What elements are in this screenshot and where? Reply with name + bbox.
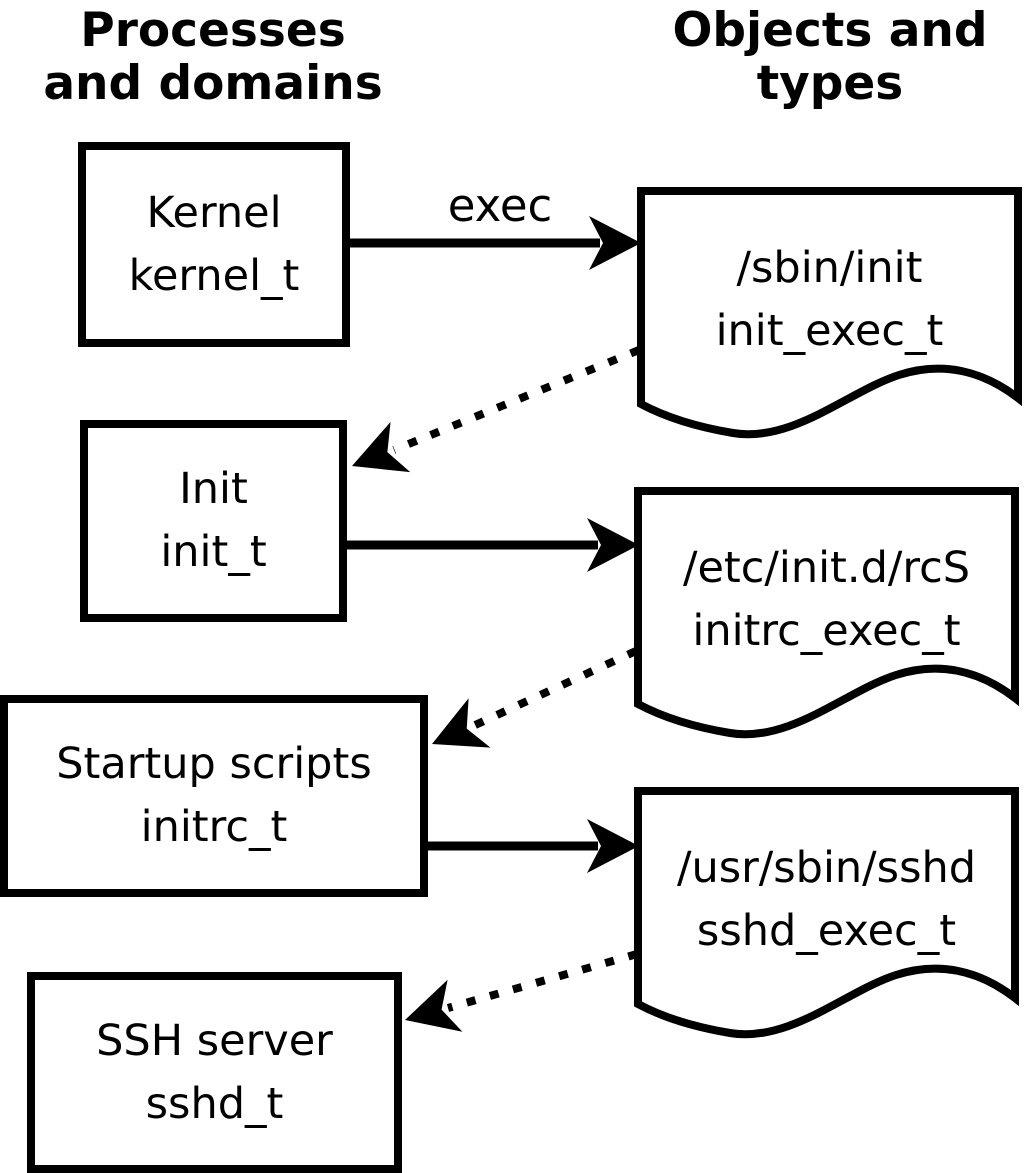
process-domain: initrc_t — [140, 802, 288, 852]
process-node-init: Init init_t — [80, 420, 347, 622]
object-path: /sbin/init — [736, 243, 923, 293]
transition-arrow-initrc-exec-to-initrc-t — [421, 647, 638, 769]
process-domain: init_t — [160, 527, 267, 577]
exec-arrow-init-to-rcs — [347, 518, 639, 572]
header-line-1: Objects and — [672, 3, 988, 58]
process-node-kernel: Kernel kernel_t — [78, 142, 350, 347]
header-line-1: Processes — [80, 3, 346, 58]
column-header-objects: Objects and types — [640, 4, 1020, 110]
transition-arrow-init-exec-to-init-t — [342, 346, 641, 492]
exec-arrow-initrc-to-sshd — [428, 819, 639, 873]
transition-arrow-line — [392, 346, 641, 454]
transition-arrowhead-icon — [397, 979, 463, 1046]
transition-arrowhead-icon — [342, 421, 411, 492]
process-node-ssh-server: SSH server sshd_t — [27, 972, 402, 1173]
object-path: /etc/init.d/rcS — [682, 543, 971, 593]
process-name: Startup scripts — [56, 739, 372, 789]
transition-arrow-line — [471, 647, 638, 730]
object-label-usr-sbin-sshd: /usr/sbin/sshd sshd_exec_t — [638, 800, 1015, 1000]
process-domain: sshd_t — [145, 1078, 284, 1129]
object-type: init_exec_t — [715, 306, 944, 356]
transition-arrow-sshd-exec-to-sshd-t — [397, 950, 639, 1046]
column-header-processes: Processes and domains — [23, 4, 403, 110]
object-label-etc-initd-rcs: /etc/init.d/rcS initrc_exec_t — [638, 500, 1015, 700]
transition-arrowhead-icon — [421, 698, 491, 769]
process-node-startup-scripts: Startup scripts initrc_t — [0, 695, 428, 897]
object-type: sshd_exec_t — [696, 906, 957, 956]
header-line-2: and domains — [43, 56, 383, 111]
object-label-sbin-init: /sbin/init init_exec_t — [641, 200, 1018, 400]
header-line-2: types — [756, 56, 904, 111]
process-domain: kernel_t — [128, 250, 300, 301]
transition-arrow-line — [446, 950, 639, 1012]
process-name: SSH server — [96, 1015, 333, 1066]
exec-label: exec — [447, 179, 553, 232]
process-name: Kernel — [146, 187, 282, 238]
object-path: /usr/sbin/sshd — [676, 843, 977, 893]
exec-arrow-kernel-to-sbin-init — [350, 216, 641, 270]
object-type: initrc_exec_t — [692, 606, 961, 656]
process-name: Init — [179, 464, 248, 514]
